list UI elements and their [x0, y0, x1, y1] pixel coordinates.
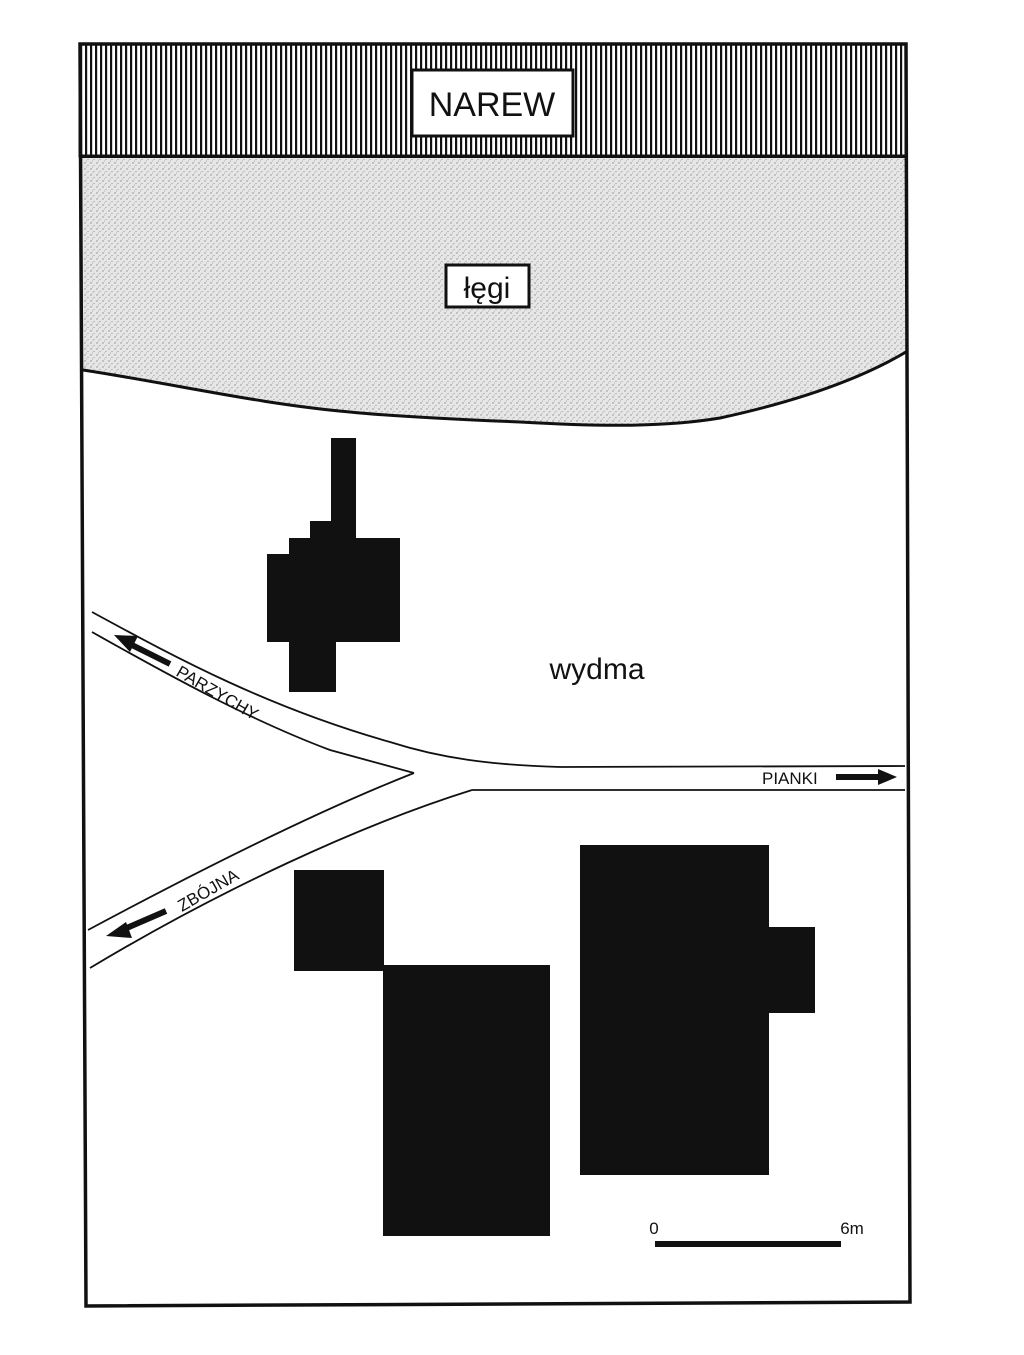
river-label-box: [410, 68, 575, 138]
road-zbojna-arrow-shaft: [120, 908, 168, 933]
building-southeast-annex: [766, 927, 815, 1013]
scale-bar-line: [655, 1241, 841, 1247]
map-frame: [78, 42, 912, 1308]
scale-bar-end-label: 6m: [840, 1219, 864, 1238]
building-southwest-annex: [294, 870, 384, 971]
road-parzychy-edge-lower: [91, 631, 415, 774]
road-pianki: PIANKI: [762, 769, 897, 788]
road-zbojna-arrow-icon: [106, 922, 132, 938]
building-southeast-main: [580, 845, 769, 1175]
road-parzychy-arrow-icon: [114, 635, 138, 652]
road-parzychy-edge-upper: [91, 611, 906, 768]
road-pianki-label: PIANKI: [762, 769, 818, 788]
river-label: NAREW: [429, 86, 556, 124]
floodplain-label: łęgi: [464, 272, 511, 305]
road-parzychy-label: PARZYCHY: [173, 662, 262, 724]
road-zbojna-edge-lower: [89, 789, 473, 969]
dune-label: wydma: [548, 653, 644, 686]
road-zbojna-edge-upper: [87, 772, 415, 931]
building-north: [267, 438, 400, 692]
road-zbojna: ZBÓJNA: [106, 865, 243, 938]
road-parzychy: PARZYCHY: [114, 635, 262, 724]
road-parzychy-arrow-shaft: [126, 640, 172, 667]
building-southwest-main: [383, 965, 550, 1236]
floodplain-label-box: [444, 263, 531, 309]
floodplain-boundary: [82, 350, 907, 427]
scale-bar-start-label: 0: [649, 1219, 658, 1238]
road-pianki-arrow-icon: [878, 769, 897, 785]
scale-bar: 0 6m: [649, 1219, 864, 1247]
